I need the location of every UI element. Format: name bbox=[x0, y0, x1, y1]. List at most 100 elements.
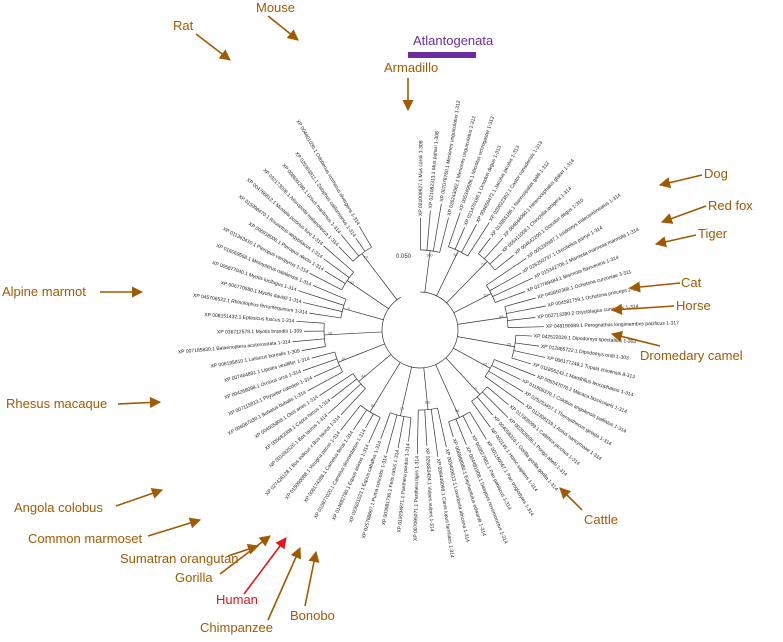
bootstrap-value: 48 bbox=[499, 314, 504, 319]
leaf-branch bbox=[303, 302, 343, 312]
leaf-branch bbox=[397, 416, 405, 449]
label-cattle: Cattle bbox=[584, 512, 618, 527]
leaf-branch bbox=[484, 237, 504, 259]
leaf-branch bbox=[511, 357, 532, 365]
leaf-branch bbox=[312, 285, 347, 300]
label-cat: Cat bbox=[681, 275, 702, 290]
bootstrap-value: 18 bbox=[328, 331, 333, 336]
leaf-branch bbox=[492, 277, 533, 297]
arrow-human bbox=[243, 537, 287, 595]
clade-branch bbox=[445, 357, 481, 395]
bootstrap-value: 87 bbox=[454, 252, 459, 257]
label-alpine-marmot: Alpine marmot bbox=[2, 284, 86, 299]
leaf-branch bbox=[495, 291, 526, 303]
leaf-branch bbox=[507, 326, 544, 328]
label-sumatran-orangutan: Sumatran orangutan bbox=[120, 551, 239, 566]
leaf-branch bbox=[504, 297, 536, 307]
clade-branch bbox=[369, 362, 401, 413]
leaf-branch bbox=[494, 254, 514, 271]
leaf-branch bbox=[296, 320, 325, 324]
leaf-branch bbox=[311, 351, 335, 359]
leaf-branch bbox=[437, 407, 447, 448]
clade-branch bbox=[358, 354, 392, 382]
leaf-branch bbox=[359, 226, 372, 248]
bootstrap-value: 70 bbox=[400, 406, 405, 411]
arrow-tiger bbox=[654, 234, 697, 248]
bootstrap-value: 79 bbox=[363, 254, 368, 259]
arrow-gorilla bbox=[219, 535, 271, 575]
leaf-branch bbox=[324, 270, 346, 284]
root-arc bbox=[381, 291, 459, 369]
bootstrap-value: 61 bbox=[484, 292, 489, 297]
clade-branch bbox=[457, 336, 515, 348]
leaf-branch bbox=[386, 414, 398, 454]
leaf-branch bbox=[489, 252, 502, 265]
leaf-branch bbox=[467, 222, 490, 257]
clade-branch bbox=[424, 250, 431, 293]
clade-branch bbox=[453, 347, 491, 369]
bootstrap-value: 35 bbox=[506, 342, 511, 347]
bootstrap-value: 44 bbox=[361, 374, 366, 379]
leaf-branch bbox=[319, 373, 354, 396]
arrow-angola-colobus bbox=[115, 488, 164, 507]
leaf-label: XP 008151432.1 Eptesicus fuscus 1-314 bbox=[204, 312, 295, 324]
leaf-branch bbox=[482, 391, 509, 418]
scale-label: 0.050 bbox=[396, 254, 412, 260]
leaf-branch bbox=[328, 383, 362, 414]
clade-branch bbox=[342, 308, 384, 321]
arrow-red-fox bbox=[660, 205, 707, 224]
label-mouse: Mouse bbox=[256, 0, 296, 15]
leaf-branch bbox=[340, 234, 360, 257]
leaf-branch bbox=[455, 418, 467, 446]
leaf-branch bbox=[355, 238, 366, 252]
leaf-branch bbox=[426, 210, 431, 251]
leaf-branch bbox=[416, 409, 419, 454]
leaf-branch bbox=[489, 272, 522, 292]
arrow-rat bbox=[195, 33, 231, 61]
clade-branch bbox=[423, 367, 429, 410]
bootstrap-value: 22 bbox=[483, 361, 488, 366]
leaf-branch bbox=[506, 305, 546, 314]
leaf-label: XP 048190089.1 Perognathus longimembris … bbox=[546, 320, 679, 330]
clade-branch bbox=[446, 261, 488, 304]
leaf-branch bbox=[448, 421, 454, 438]
leaf-branch bbox=[309, 272, 342, 291]
leaf-label: XP 042522029.1 Dipodomys spectabilis 1-3… bbox=[534, 333, 637, 345]
leaf-branch bbox=[313, 365, 340, 378]
leaf-branch bbox=[338, 246, 354, 262]
leaf-branch bbox=[432, 203, 442, 252]
bootstrap-value: 74 bbox=[481, 262, 486, 267]
leaf-branch bbox=[408, 417, 412, 442]
label-gorilla: Gorilla bbox=[175, 570, 213, 585]
arrow-horse bbox=[610, 303, 675, 315]
clade-branch bbox=[436, 250, 459, 296]
label-rhesus-macaque: Rhesus macaque bbox=[6, 396, 108, 411]
clade-branch bbox=[361, 253, 398, 300]
label-angola-colobus: Angola colobus bbox=[14, 500, 103, 515]
leaf-label: XP 021009927.1 Mus caroli 1-308 bbox=[418, 140, 424, 216]
leaf-branch bbox=[439, 217, 449, 253]
clade-arc bbox=[340, 299, 347, 319]
leaf-branch bbox=[507, 317, 536, 321]
leaf-branch bbox=[478, 237, 491, 254]
label-human: Human bbox=[216, 592, 258, 607]
leaf-branch bbox=[302, 358, 338, 372]
clade-arc bbox=[360, 405, 381, 418]
leaf-branch bbox=[380, 412, 391, 440]
leaf-branch bbox=[323, 245, 354, 273]
leaf-branch bbox=[471, 401, 491, 428]
bootstrap-value: 83 bbox=[425, 400, 430, 405]
arrow-rhesus-macaque bbox=[117, 396, 162, 409]
leaf-branch bbox=[368, 417, 381, 444]
leaf-label: XP 036712578.1 Myotis brandtii 1-309 bbox=[217, 329, 302, 336]
bootstrap-value: 100 bbox=[426, 253, 433, 258]
label-dog: Dog bbox=[704, 166, 728, 181]
arrow-dog bbox=[658, 174, 703, 189]
leaf-branch bbox=[486, 386, 509, 406]
leaf-branch bbox=[491, 365, 521, 380]
arrow-dromedary-camel bbox=[610, 331, 661, 347]
leaf-branch bbox=[494, 359, 536, 377]
